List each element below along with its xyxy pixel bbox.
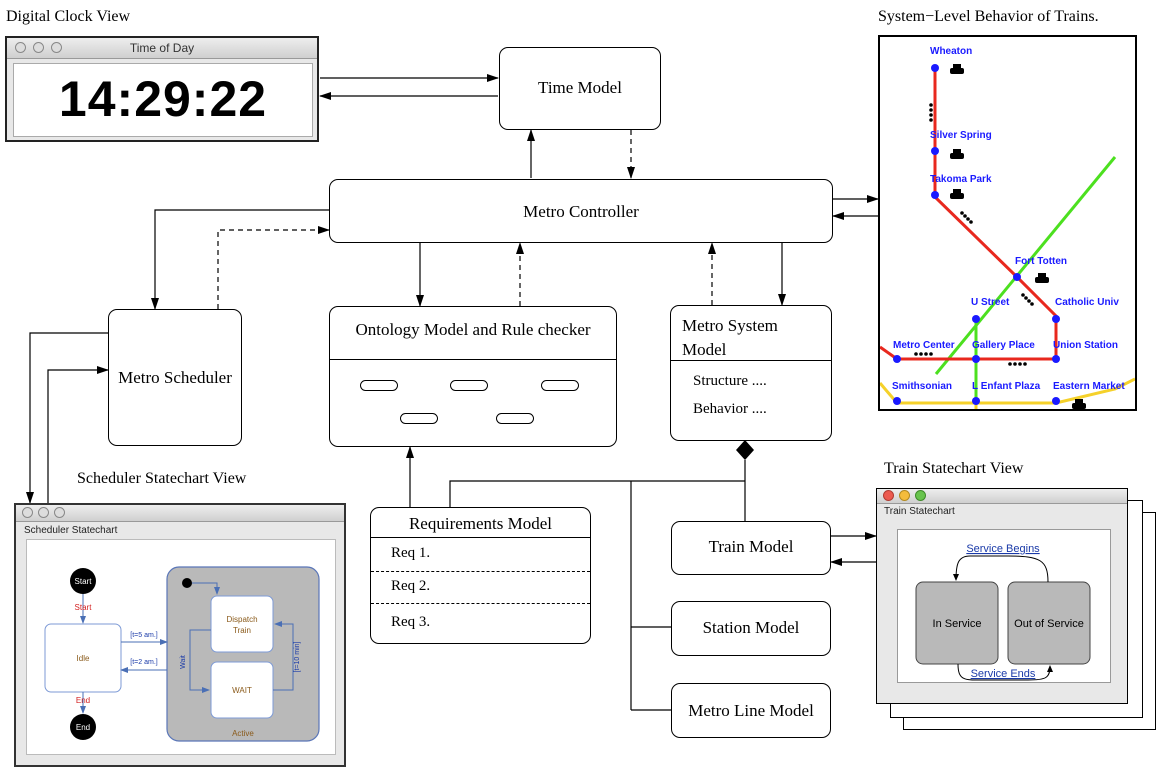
rule-pill bbox=[400, 413, 438, 424]
ontology-box[interactable]: Ontology Model and Rule checker bbox=[329, 306, 617, 447]
scheduler-titlebar[interactable] bbox=[16, 505, 344, 522]
metro-system-label-1: Metro System bbox=[682, 316, 778, 335]
dispatch-state-label-2: Train bbox=[233, 626, 251, 635]
map-station-label: Fort Totten bbox=[1015, 256, 1067, 267]
req-divider bbox=[371, 571, 590, 572]
map-station-label: Gallery Place bbox=[972, 340, 1035, 351]
minimize-icon[interactable] bbox=[899, 490, 910, 501]
wait-transition-label: Wait bbox=[180, 655, 187, 669]
station-model-box[interactable]: Station Model bbox=[671, 601, 831, 656]
metro-line-model-box[interactable]: Metro Line Model bbox=[671, 683, 831, 738]
service-ends-label: Service Ends bbox=[971, 668, 1036, 680]
map-station-label: Union Station bbox=[1053, 340, 1118, 351]
end-transition-label: End bbox=[76, 696, 90, 705]
map-station-label: Catholic Univ bbox=[1055, 297, 1119, 308]
train-canvas: In Service Out of Service Service Begins… bbox=[897, 529, 1111, 683]
ontology-divider bbox=[330, 359, 616, 360]
train-titlebar[interactable] bbox=[877, 489, 1127, 504]
out-of-service-label: Out of Service bbox=[1014, 618, 1084, 630]
scheduler-canvas: Start Start Idle End End [t=5 am.] [t=2 … bbox=[26, 539, 336, 755]
requirements-box[interactable]: Requirements Model Req 1. Req 2. Req 3. bbox=[370, 507, 591, 644]
train-diagram: In Service Out of Service Service Begins… bbox=[915, 543, 1091, 681]
map-station-label: Smithsonian bbox=[892, 381, 952, 392]
requirements-divider bbox=[371, 537, 590, 538]
map-station-label: Wheaton bbox=[930, 46, 972, 57]
metro-map: Wheaton Silver Spring Takoma Park Fort T… bbox=[878, 35, 1137, 411]
minimize-icon[interactable] bbox=[38, 507, 49, 518]
t10-transition-label: [t=10 min] bbox=[294, 641, 301, 672]
train-view-label: Train Statechart View bbox=[884, 460, 1024, 477]
time-model-box[interactable]: Time Model bbox=[499, 47, 661, 130]
req-divider bbox=[371, 603, 590, 604]
scheduler-window-title: Scheduler Statechart bbox=[24, 525, 118, 536]
scheduler-diagram: Start Start Idle End End [t=5 am.] [t=2 … bbox=[44, 566, 320, 742]
station-model-label: Station Model bbox=[702, 618, 800, 637]
clock-time: 14:29:22 bbox=[58, 71, 268, 127]
scheduler-statechart-window: Scheduler Statechart Start Start Idle En… bbox=[14, 503, 346, 767]
req-2: Req 2. bbox=[391, 578, 431, 594]
zoom-icon[interactable] bbox=[54, 507, 65, 518]
rule-pill bbox=[450, 380, 488, 391]
ontology-label: Ontology Model and Rule checker bbox=[355, 320, 591, 339]
metro-scheduler-label: Metro Scheduler bbox=[118, 368, 232, 387]
t2-transition-label: [t=2 am.] bbox=[130, 659, 157, 666]
close-icon[interactable] bbox=[15, 42, 26, 53]
clock-display: 14:29:22 bbox=[13, 63, 313, 137]
clock-window-title: Time of Day bbox=[129, 41, 195, 55]
train-model-box[interactable]: Train Model bbox=[671, 521, 831, 575]
map-station-label: Metro Center bbox=[893, 340, 955, 351]
zoom-icon[interactable] bbox=[51, 42, 62, 53]
close-icon[interactable] bbox=[883, 490, 894, 501]
map-station-label: Silver Spring bbox=[930, 130, 992, 141]
map-station-label: Takoma Park bbox=[930, 174, 992, 185]
clock-view-label: Digital Clock View bbox=[6, 8, 131, 25]
behavior-label: Behavior .... bbox=[693, 401, 767, 417]
close-icon[interactable] bbox=[22, 507, 33, 518]
metro-controller-box[interactable]: Metro Controller bbox=[329, 179, 833, 243]
req-1: Req 1. bbox=[391, 545, 431, 561]
clock-titlebar[interactable]: Time of Day bbox=[7, 38, 317, 59]
service-begins-label: Service Begins bbox=[966, 543, 1040, 555]
metro-system-box[interactable]: Metro System Model Structure .... Behavi… bbox=[670, 305, 832, 441]
start-transition-label: Start bbox=[75, 603, 93, 612]
idle-state-label: Idle bbox=[77, 654, 90, 663]
map-station-label: U Street bbox=[971, 297, 1010, 308]
active-state-label: Active bbox=[232, 729, 254, 738]
time-model-label: Time Model bbox=[538, 78, 622, 97]
structure-label: Structure .... bbox=[693, 373, 767, 389]
metro-controller-label: Metro Controller bbox=[523, 202, 639, 221]
metro-system-label-2: Model bbox=[682, 340, 727, 359]
zoom-icon[interactable] bbox=[915, 490, 926, 501]
metro-system-divider bbox=[671, 360, 831, 361]
scheduler-view-label: Scheduler Statechart View bbox=[77, 470, 247, 487]
metro-scheduler-box[interactable]: Metro Scheduler bbox=[108, 309, 242, 446]
train-window-title: Train Statechart bbox=[884, 506, 955, 517]
map-station-label: L Enfant Plaza bbox=[972, 381, 1041, 392]
rule-pill bbox=[541, 380, 579, 391]
minimize-icon[interactable] bbox=[33, 42, 44, 53]
in-service-label: In Service bbox=[933, 618, 982, 630]
clock-window: Time of Day 14:29:22 bbox=[5, 36, 319, 142]
dispatch-state-label-1: Dispatch bbox=[226, 615, 257, 624]
rule-pill bbox=[360, 380, 398, 391]
start-state-label: Start bbox=[75, 577, 93, 586]
metro-map-graphic: Wheaton Silver Spring Takoma Park Fort T… bbox=[878, 46, 1136, 409]
t5-transition-label: [t=5 am.] bbox=[130, 632, 157, 639]
train-model-label: Train Model bbox=[708, 537, 794, 556]
wait-state-label: WAIT bbox=[232, 686, 252, 695]
end-state-label: End bbox=[76, 723, 90, 732]
metro-line-model-label: Metro Line Model bbox=[688, 701, 814, 720]
train-statechart-window: Train Statechart In Service Out of Servi… bbox=[876, 488, 1128, 704]
requirements-label: Requirements Model bbox=[408, 514, 553, 533]
req-3: Req 3. bbox=[391, 614, 431, 630]
map-station-label: Eastern Market bbox=[1053, 381, 1125, 392]
rule-pill bbox=[496, 413, 534, 424]
trains-view-label: System−Level Behavior of Trains. bbox=[878, 8, 1099, 25]
